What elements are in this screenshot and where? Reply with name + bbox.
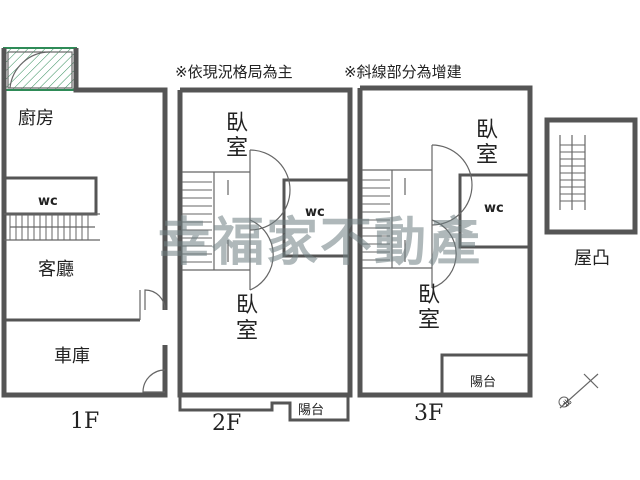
floor-2f-balcony-label: 陽台	[298, 403, 324, 418]
floor-1f-stair	[4, 213, 100, 241]
roof-label: 屋凸	[574, 248, 610, 269]
floor-1f-label: 1F	[70, 409, 99, 434]
floor-3f	[357, 85, 533, 398]
garage-label: 車庫	[54, 346, 90, 367]
watermark: 幸福家不動產	[158, 213, 482, 273]
floor-3f-stair	[362, 144, 473, 289]
floor-3f-balcony-label: 陽台	[470, 375, 496, 390]
floor-2f-bedroom-bottom-char1: 臥	[236, 293, 258, 318]
roof-section	[544, 117, 638, 235]
floor-2f-stair	[182, 149, 291, 291]
compass	[558, 373, 599, 409]
floor-2f-bedroom-bottom-char2: 室	[236, 319, 258, 344]
roof-outline	[544, 117, 638, 235]
floor-3f-bedroom-top-char2: 室	[476, 143, 498, 168]
floor-1f	[1, 47, 168, 398]
note-layout-basis: ※依現況格局為主	[175, 63, 293, 81]
floor-2f	[177, 87, 353, 422]
floor-2f-bedroom-top-char2: 室	[226, 136, 248, 161]
roof-stair	[559, 135, 586, 210]
extension-hatched-area	[3, 47, 77, 91]
kitchen-label: 廚房	[18, 107, 54, 129]
floor-3f-wc-room	[458, 173, 532, 249]
floor-3f-wc-label: wc	[484, 201, 504, 216]
floor-2f-wc-room	[282, 178, 352, 258]
note-hatched-extension: ※斜線部分為增建	[344, 63, 462, 81]
floor-3f-bedroom-bottom-char1: 臥	[418, 283, 440, 308]
floor-2f-label: 2F	[212, 411, 241, 436]
floor-3f-balcony	[440, 353, 532, 397]
floor-3f-label: 3F	[414, 401, 443, 426]
floor-2f-outer-wall	[177, 87, 353, 398]
floor-2f-balcony	[178, 395, 350, 422]
floor-3f-bedroom-top-char1: 臥	[476, 118, 498, 143]
floor-3f-bedroom-bottom-char2: 室	[418, 308, 440, 333]
floor-2f-bedroom-top-char1: 臥	[226, 111, 248, 136]
floor-1f-wc-label: wc	[38, 194, 58, 209]
living-room-label: 客廳	[38, 259, 74, 280]
floor-2f-wc-label: wc	[305, 205, 325, 220]
